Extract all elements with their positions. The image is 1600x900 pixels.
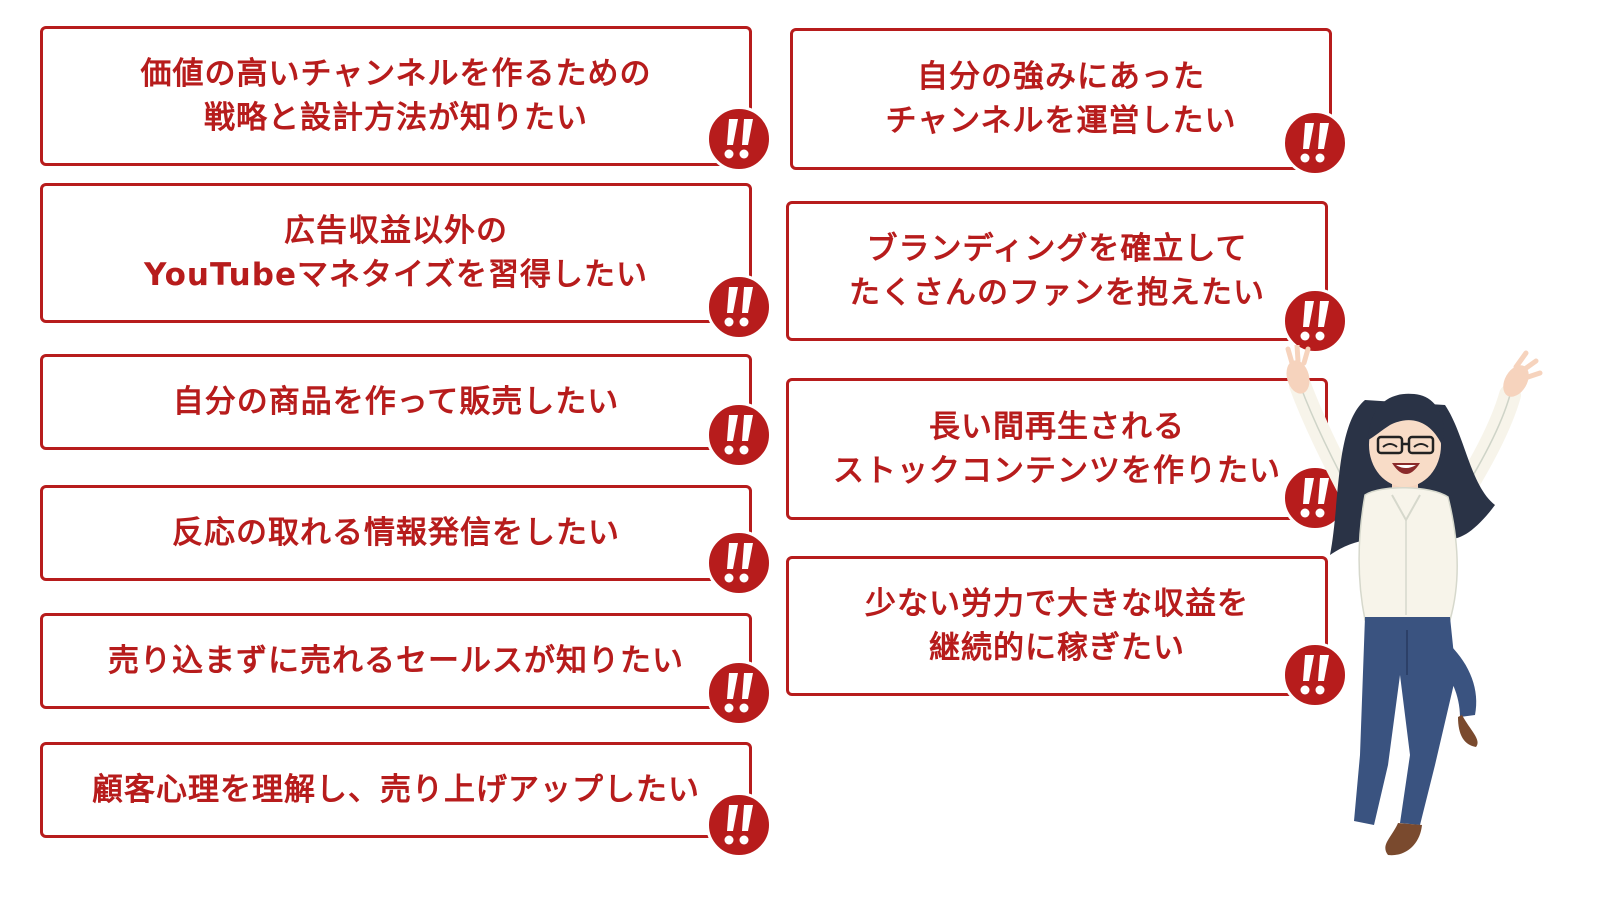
wish-text: 自分の強みにあった チャンネルを運営したい [885,59,1237,139]
wish-card-channel-strategy: 価値の高いチャンネルを作るための 戦略と設計方法が知りたい [40,26,752,166]
double-exclamation-icon [706,274,772,340]
wish-text: 売り込まずに売れるセールスが知りたい [108,643,684,679]
wish-card-engaging-content: 反応の取れる情報発信をしたい [40,485,752,581]
double-exclamation-icon [706,792,772,858]
wish-card-strengths-channel: 自分の強みにあった チャンネルを運営したい [790,28,1332,170]
wish-text: 少ない労力で大きな収益を 継続的に稼ぎたい [865,586,1249,666]
wish-text: 価値の高いチャンネルを作るための 戦略と設計方法が知りたい [140,56,652,136]
wish-card-stock-content: 長い間再生される ストックコンテンツを作りたい [786,378,1328,520]
wish-text: 長い間再生される ストックコンテンツを作りたい [833,409,1281,489]
wish-card-customer-psychology: 顧客心理を理解し、売り上げアップしたい [40,742,752,838]
wish-card-own-product: 自分の商品を作って販売したい [40,354,752,450]
wish-text: ブランディングを確立して たくさんのファンを抱えたい [849,231,1265,311]
wish-text: 顧客心理を理解し、売り上げアップしたい [92,772,700,808]
double-exclamation-icon [1282,642,1348,708]
wish-text: 自分の商品を作って販売したい [172,384,620,420]
wish-card-branding: ブランディングを確立して たくさんのファンを抱えたい [786,201,1328,341]
double-exclamation-icon [1282,110,1348,176]
double-exclamation-icon [1282,288,1348,354]
wish-card-monetization: 広告収益以外の YouTubeマネタイズを習得したい [40,183,752,323]
wish-card-passive-income: 少ない労力で大きな収益を 継続的に稼ぎたい [786,556,1328,696]
wish-text: 広告収益以外の YouTubeマネタイズを習得したい [143,213,649,293]
wish-card-soft-sales: 売り込まずに売れるセールスが知りたい [40,613,752,709]
wish-text: 反応の取れる情報発信をしたい [172,515,620,551]
double-exclamation-icon [706,660,772,726]
double-exclamation-icon [706,106,772,172]
double-exclamation-icon [706,530,772,596]
double-exclamation-icon [706,402,772,468]
cheering-woman-illustration [1285,345,1543,856]
